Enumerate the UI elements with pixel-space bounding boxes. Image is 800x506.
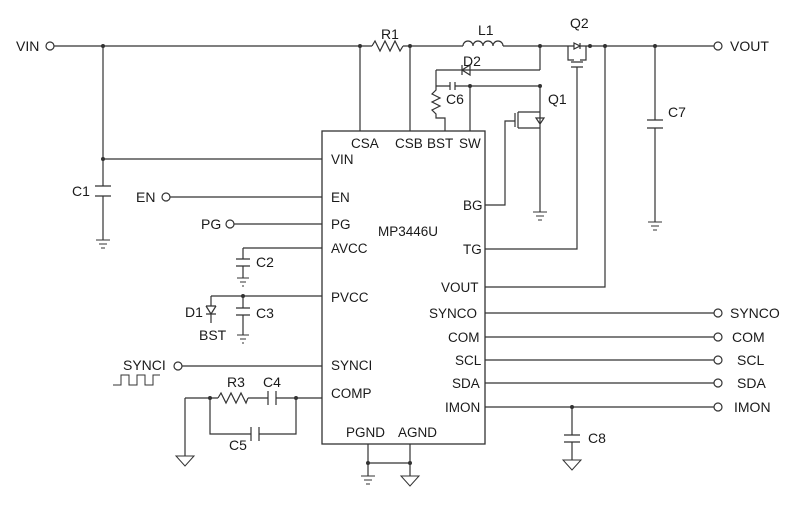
q2-label: Q2: [570, 15, 589, 31]
c1-ground-icon: [96, 239, 110, 249]
bst-resistor: [430, 82, 446, 131]
junction-dot: [408, 461, 412, 465]
c2-label: C2: [256, 254, 274, 270]
pin-sda: SDA: [452, 376, 480, 391]
en-label: EN: [136, 189, 155, 205]
q2-mosfet: [567, 46, 587, 72]
bg-wire: [485, 120, 515, 206]
pin-pgnd: PGND: [346, 425, 385, 440]
vout-fb-wire: [485, 46, 606, 288]
c7-label: C7: [668, 104, 686, 120]
c3-ground-icon: [237, 334, 249, 344]
c5-wire: [209, 398, 297, 435]
synci-label: SYNCI: [123, 357, 166, 373]
c6-label: C6: [446, 91, 464, 107]
ic-body: [321, 130, 486, 445]
pin-bg: BG: [463, 198, 483, 213]
c1-label: C1: [72, 183, 90, 199]
c3-capacitor: [236, 307, 250, 316]
pin-synci: SYNCI: [331, 358, 372, 373]
imon-label: IMON: [734, 399, 771, 415]
pg-label: PG: [201, 216, 221, 232]
pin-comp: COMP: [331, 386, 372, 401]
c5-capacitor: [250, 427, 260, 441]
vin-terminal[interactable]: [45, 41, 55, 51]
r1-label: R1: [381, 26, 399, 42]
pin-bst: BST: [427, 136, 453, 151]
pin-vout: VOUT: [441, 280, 479, 295]
sw-wire: [469, 46, 541, 131]
junction-dot: [366, 461, 370, 465]
q1-ground-icon: [533, 211, 547, 221]
vout-terminal[interactable]: [713, 41, 723, 51]
c2-ground-icon: [237, 277, 249, 287]
pg-terminal[interactable]: [225, 219, 235, 229]
pulse-waveform-icon: [113, 374, 160, 386]
pin-en: EN: [331, 190, 350, 205]
d2-label: D2: [463, 53, 481, 69]
c1-capacitor: [95, 185, 111, 197]
avcc-wire: [242, 247, 322, 278]
c4-capacitor: [267, 391, 277, 405]
sda-label: SDA: [737, 375, 766, 391]
c5-label: C5: [229, 437, 247, 453]
pgnd-agnd-wire: [367, 444, 411, 476]
pin-csa: CSA: [351, 136, 379, 151]
c6-capacitor: [436, 82, 470, 90]
q2-body-diode: [566, 42, 586, 50]
pgnd-ground-icon: [361, 475, 375, 485]
d1-bst-label: BST: [199, 327, 227, 343]
imon-terminal[interactable]: [713, 402, 723, 412]
en-terminal[interactable]: [161, 192, 171, 202]
pin-csb: CSB: [395, 136, 423, 151]
com-terminal[interactable]: [713, 332, 723, 342]
d1-label: D1: [185, 304, 203, 320]
d2-diode: [435, 63, 540, 82]
ic-name: MP3446U: [378, 224, 438, 239]
sda-terminal[interactable]: [713, 378, 723, 388]
c4-label: C4: [263, 374, 281, 390]
pin-com: COM: [448, 330, 480, 345]
junction-dot: [588, 44, 592, 48]
c2-capacitor: [236, 258, 250, 267]
l1-label: L1: [478, 22, 494, 38]
q1-mosfet: [514, 111, 546, 129]
junction-dot: [101, 157, 105, 161]
comp-ground-icon: [174, 455, 196, 467]
q1-label: Q1: [548, 91, 567, 107]
vin-label: VIN: [16, 38, 39, 54]
c8-label: C8: [588, 430, 606, 446]
r1-resistor: [371, 39, 404, 53]
tg-wire: [485, 72, 578, 250]
pin-imon: IMON: [445, 400, 480, 415]
pin-tg: TG: [463, 242, 482, 257]
synci-terminal[interactable]: [173, 361, 183, 371]
synco-label: SYNCO: [730, 305, 780, 321]
l1-inductor: [462, 40, 504, 47]
synco-terminal[interactable]: [713, 308, 723, 318]
c8-ground-icon: [561, 459, 583, 471]
c3-label: C3: [256, 305, 274, 321]
c8-capacitor: [564, 434, 580, 443]
pin-pg: PG: [331, 217, 351, 232]
r3-label: R3: [227, 374, 245, 390]
scl-terminal[interactable]: [713, 355, 723, 365]
pin-agnd: AGND: [398, 425, 437, 440]
r3-resistor: [217, 391, 249, 405]
d1-diode: [205, 296, 217, 323]
scl-label: SCL: [737, 352, 764, 368]
pin-avcc: AVCC: [331, 241, 368, 256]
c7-capacitor: [647, 119, 663, 129]
agnd-ground-icon: [399, 475, 421, 487]
pin-sw: SW: [459, 136, 481, 151]
pin-pvcc: PVCC: [331, 290, 369, 305]
com-label: COM: [732, 329, 765, 345]
pin-synco: SYNCO: [429, 306, 477, 321]
pin-scl: SCL: [455, 353, 482, 368]
c7-ground-icon: [648, 221, 662, 231]
vout-label: VOUT: [730, 38, 769, 54]
pin-vin: VIN: [331, 152, 354, 167]
